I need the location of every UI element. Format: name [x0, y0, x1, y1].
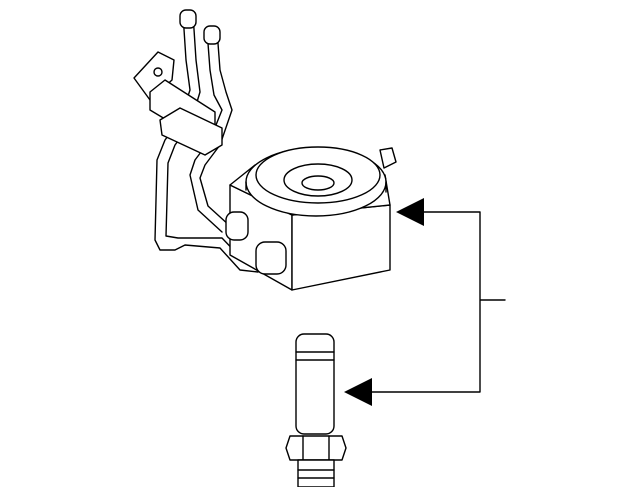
lower-fitting: [255, 241, 287, 275]
callout: [344, 198, 506, 406]
arrow-to-cooler: [396, 198, 424, 226]
bracket-hole: [153, 67, 163, 77]
arrow-to-bolt: [344, 378, 372, 406]
mounting-bolt: [285, 333, 347, 487]
pipe-end-2: [203, 25, 221, 45]
cooler-tab: [379, 147, 397, 169]
pipe-grommet: [159, 107, 223, 156]
cooler-lines: [133, 9, 259, 273]
oil-cooler: [225, 146, 397, 291]
pipe-end-1: [179, 9, 197, 29]
upper-fitting: [225, 211, 249, 241]
bracket: [133, 51, 175, 101]
